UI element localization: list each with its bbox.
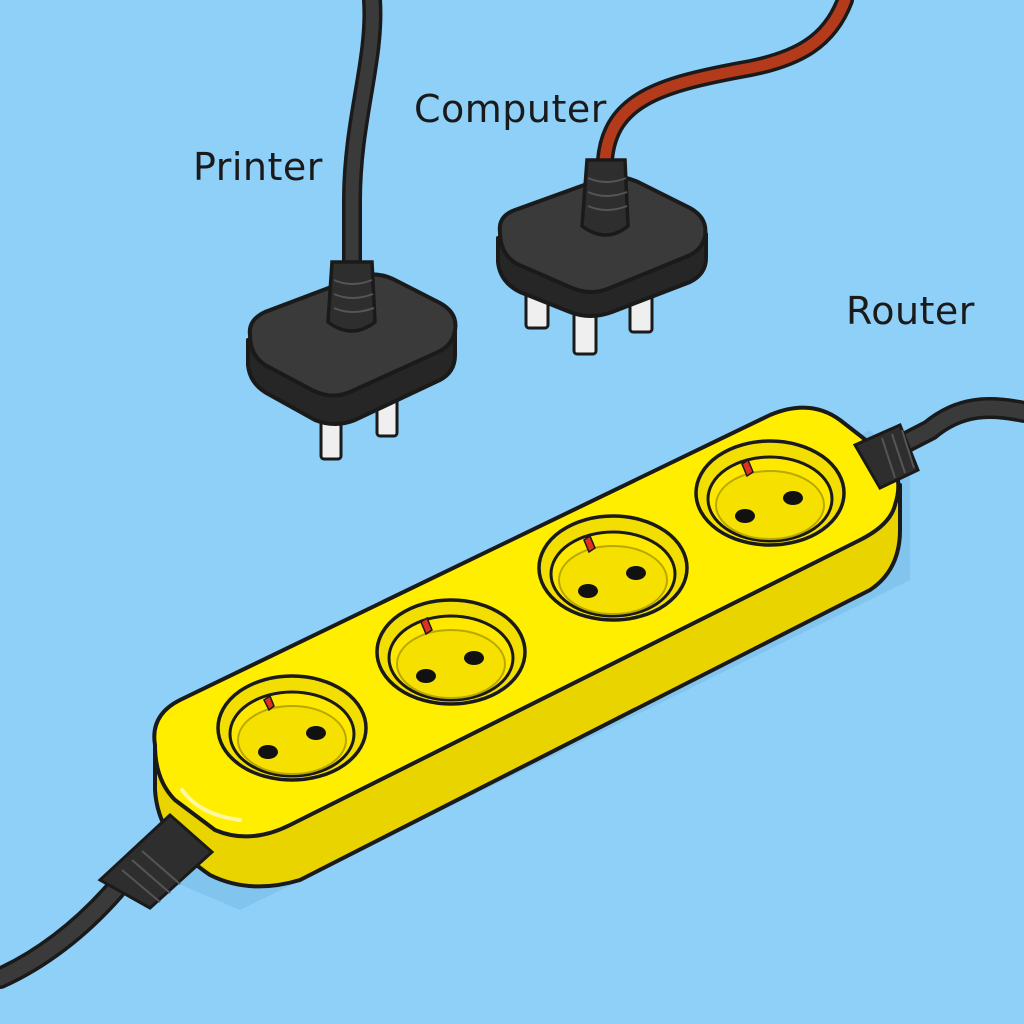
router-label: Router: [846, 289, 975, 333]
outlet-hole: [416, 669, 436, 683]
outlet-hole: [783, 491, 803, 505]
outlet-hole: [306, 726, 326, 740]
outlet-2[interactable]: [375, 598, 527, 706]
computer-plug[interactable]: [496, 158, 708, 356]
outlet-hole: [735, 509, 755, 523]
router-cable-connector: [852, 422, 920, 490]
indicator-4: [741, 458, 754, 478]
outlet-4[interactable]: [694, 439, 846, 547]
outlet-hole: [578, 584, 598, 598]
outlet-3[interactable]: [537, 514, 689, 622]
indicator-1: [263, 694, 275, 712]
power-strip: [97, 405, 920, 910]
strip-cable-connector: [97, 812, 215, 910]
computer-label: Computer: [414, 87, 607, 131]
printer-label: Printer: [193, 145, 323, 189]
outlet-hole: [258, 745, 278, 759]
outlet-hole: [626, 566, 646, 580]
outlet-1[interactable]: [216, 674, 368, 782]
indicator-2: [420, 616, 433, 636]
outlet-hole: [464, 651, 484, 665]
indicator-3: [583, 534, 596, 554]
printer-plug[interactable]: [246, 260, 458, 461]
